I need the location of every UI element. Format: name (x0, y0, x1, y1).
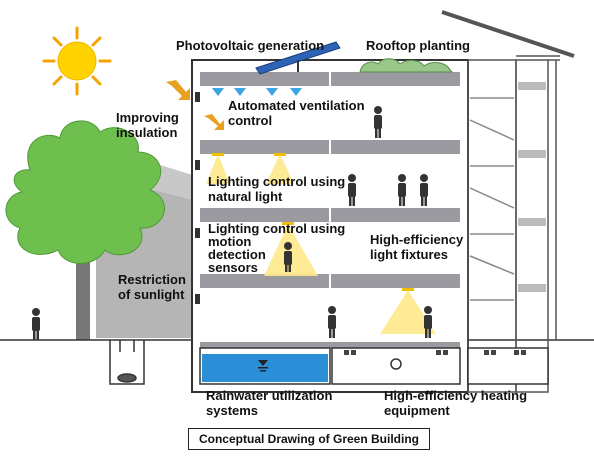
label-ventilation: Automated ventilation control (228, 98, 365, 128)
person-icon (32, 308, 40, 340)
person-icon (398, 174, 406, 206)
person-icon (374, 106, 382, 138)
insulation-arrow-icon (166, 80, 224, 130)
sun-icon (42, 26, 112, 96)
basement (199, 347, 549, 385)
building (191, 59, 469, 393)
diagram-caption: Conceptual Drawing of Green Building (188, 428, 430, 450)
label-heating: High-efficiency heating equipment (384, 388, 528, 418)
person-icon (424, 306, 432, 338)
label-restriction-sunlight: Restriction of sunlight (118, 272, 186, 302)
rooftop-planting-icon (359, 58, 454, 73)
ventilation-icon (212, 88, 302, 96)
tree-icon (5, 120, 165, 340)
label-motion-sensors: Lighting control using motion detection … (208, 221, 346, 275)
light-cone (206, 154, 436, 334)
label-natural-light: Lighting control using natural light (208, 174, 346, 204)
roof-solar-line (441, 10, 575, 58)
person-icon (420, 174, 428, 206)
label-light-fixtures: High-efficiency light fixtures (370, 232, 464, 262)
rainwater-pipe (109, 340, 145, 385)
label-rooftop-planting: Rooftop planting (366, 38, 470, 53)
person-icon (284, 242, 292, 272)
person-icon (348, 174, 356, 206)
solar-panel-icon (255, 41, 341, 75)
label-photovoltaic: Photovoltaic generation (176, 38, 325, 53)
person-icon (328, 306, 336, 338)
label-rainwater: Rainwater utilization systems (206, 388, 333, 418)
label-insulation: Improving insulation (116, 110, 179, 140)
balcony-column (467, 55, 560, 393)
